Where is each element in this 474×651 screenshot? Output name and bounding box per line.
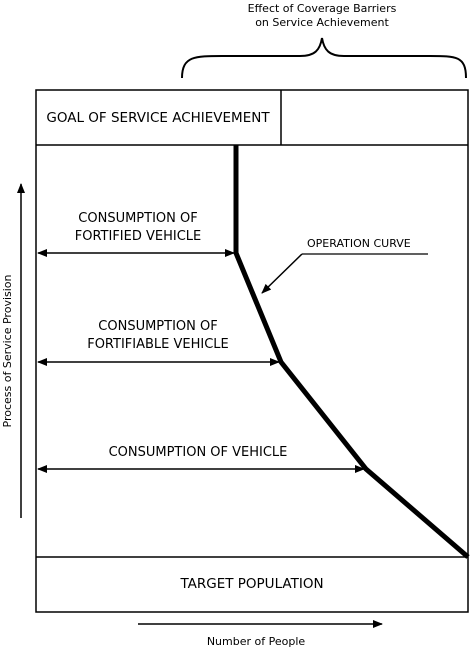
target-population-label: TARGET POPULATION: [179, 576, 323, 592]
y-axis-label: Process of Service Provision: [1, 274, 14, 427]
fortifiable-label-line-2: FORTIFIABLE VEHICLE: [87, 337, 229, 352]
fortified-label-line-2: FORTIFIED VEHICLE: [75, 229, 202, 244]
fortifiable-label-line-1: CONSUMPTION OF: [98, 319, 217, 334]
header-line-1: Effect of Coverage Barriers: [248, 2, 397, 15]
operation-curve: [233, 145, 470, 559]
diagram-frame: [35, 89, 469, 613]
operation-curve-pointer-arrow: [261, 253, 303, 294]
operation-curve-label: OPERATION CURVE: [307, 237, 411, 250]
x-axis-label: Number of People: [207, 635, 306, 648]
coverage-barriers-brace: [181, 37, 467, 79]
vehicle-label: CONSUMPTION OF VEHICLE: [109, 445, 288, 460]
fortified-label-line-1: CONSUMPTION OF: [78, 211, 197, 226]
header-line-2: on Service Achievement: [255, 16, 389, 29]
goal-of-service-achievement-label: GOAL OF SERVICE ACHIEVEMENT: [46, 110, 270, 126]
